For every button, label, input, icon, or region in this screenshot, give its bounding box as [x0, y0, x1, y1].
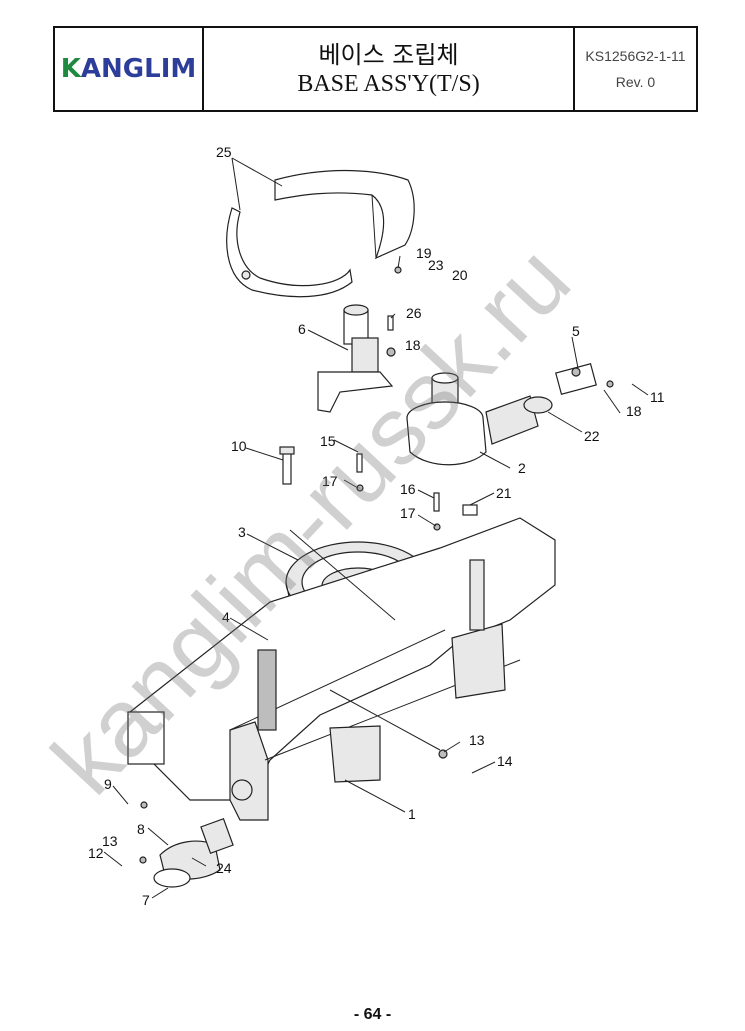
- callout-6: 6: [298, 321, 306, 337]
- title-korean: 베이스 조립체: [318, 41, 459, 69]
- callout-10: 10: [231, 438, 247, 454]
- callout-numbers: 25 19 23 20 6 26 18 5 11 18 22 2 10 15 1…: [88, 144, 665, 908]
- part-bottom-valve: [153, 817, 234, 888]
- title-cell: 베이스 조립체 BASE ASS'Y(T/S): [204, 28, 575, 110]
- callout-3: 3: [238, 524, 246, 540]
- callout-7: 7: [142, 892, 150, 908]
- callout-8: 8: [137, 821, 145, 837]
- logo-k: K: [60, 54, 81, 84]
- callout-19: 19: [416, 245, 432, 261]
- part-swing-motor: [406, 372, 539, 466]
- title-english: BASE ASS'Y(T/S): [297, 71, 480, 97]
- callout-4: 4: [222, 609, 230, 625]
- part-bolts: [139, 266, 614, 864]
- callout-11: 11: [650, 389, 665, 405]
- callout-23: 23: [428, 257, 444, 273]
- watermark-text: kanglim-russk.ru: [32, 226, 590, 814]
- callout-17-upper: 17: [322, 473, 338, 489]
- revision-label: Rev. 0: [615, 74, 656, 90]
- logo-text: ANGLIM: [80, 54, 197, 84]
- callout-22: 22: [584, 428, 600, 444]
- part-base-frame: [127, 517, 556, 821]
- callout-13-left: 13: [102, 833, 118, 849]
- page-number: - 64 -: [353, 1006, 392, 1023]
- part-cover-band: [226, 169, 415, 298]
- callout-13-right: 13: [469, 732, 485, 748]
- callout-2: 2: [518, 460, 526, 476]
- callout-1: 1: [408, 806, 416, 822]
- title-block: KANGLIM 베이스 조립체 BASE ASS'Y(T/S) KS1256G2…: [53, 26, 698, 112]
- callout-24: 24: [216, 860, 232, 876]
- callout-12: 12: [88, 845, 104, 861]
- callout-9: 9: [104, 776, 112, 792]
- callout-14: 14: [497, 753, 513, 769]
- code-cell: KS1256G2-1-11 Rev. 0: [575, 28, 696, 110]
- callout-25: 25: [216, 144, 232, 160]
- logo-cell: KANGLIM: [55, 28, 204, 110]
- kanglim-logo: KANGLIM: [61, 54, 197, 84]
- callout-18-upper: 18: [405, 337, 421, 353]
- callout-21: 21: [496, 485, 512, 501]
- callout-18-right: 18: [626, 403, 642, 419]
- callout-20: 20: [452, 267, 468, 283]
- callout-26: 26: [406, 305, 422, 321]
- part-motor-bracket: [317, 304, 394, 413]
- document-code: KS1256G2-1-11: [585, 48, 686, 64]
- callout-17-lower: 17: [400, 505, 416, 521]
- callout-16: 16: [400, 481, 416, 497]
- part-valve-block: [523, 362, 597, 414]
- leader-lines: [103, 157, 649, 899]
- callout-5: 5: [572, 323, 580, 339]
- callout-15: 15: [320, 433, 336, 449]
